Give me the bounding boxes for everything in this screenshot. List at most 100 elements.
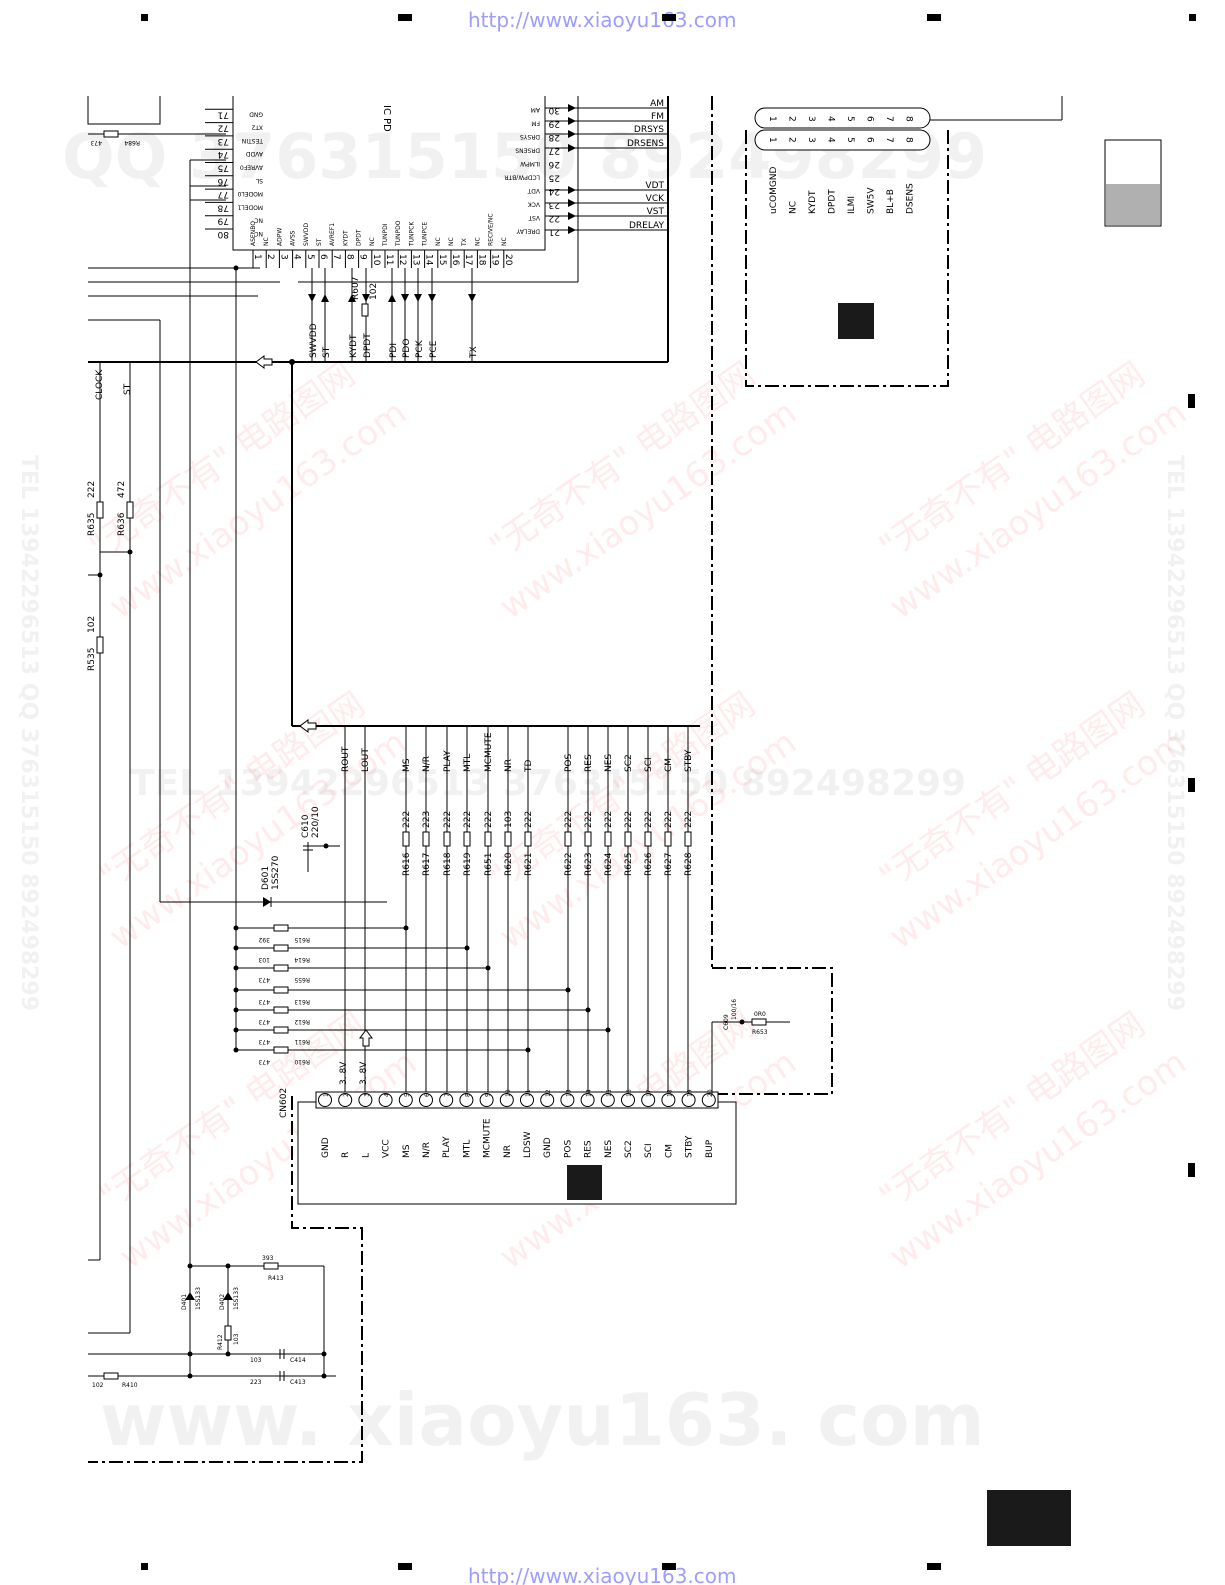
bus-resistor-value: 222: [684, 811, 694, 828]
bus-signal-label: RES: [584, 754, 594, 772]
bl-junction-1: [187, 1263, 193, 1269]
bus-resistor-value: 222: [443, 811, 453, 828]
cn602-pin-num: 17: [646, 1089, 653, 1097]
ic-right-pin-num: 21: [549, 227, 560, 237]
bus-signal-label: PLAY: [443, 750, 453, 772]
ic-signal-label: TX: [469, 346, 479, 359]
c414-name: C414: [290, 1357, 306, 1364]
ic-signal-arrow: [428, 294, 436, 302]
bus-resistor-body: [624, 831, 632, 847]
cn602-pin-name: GND: [321, 1137, 331, 1158]
ic-right-pin-name: DRSENS: [515, 147, 540, 154]
ic-signal-arrow: [362, 294, 370, 302]
ic-signal-label: KYDT: [349, 334, 359, 358]
conn-right-pin-num-lower: 5: [845, 137, 855, 143]
d601-name: D601: [261, 866, 271, 890]
cn602-pin-num: 10: [505, 1089, 512, 1097]
pullup-value: 473: [258, 1038, 270, 1045]
r607-body: [361, 303, 369, 317]
bus-resistor-name: R620: [504, 852, 514, 876]
ic-bottom-pin-num: 5: [305, 254, 315, 260]
conn-right-name: DSENS: [906, 183, 916, 214]
ic-left-pin-num: 79: [217, 216, 229, 226]
bus-resistor-name: R627: [664, 853, 674, 876]
cn602-dash: [88, 1096, 363, 1463]
junction-r636: [127, 549, 133, 555]
cn602-pin-circle: [419, 1093, 433, 1107]
c610-name: C610: [301, 814, 311, 838]
cn602-pin-name: VCC: [382, 1139, 392, 1158]
pullup-body: [273, 924, 289, 932]
ic-bottom-pin-num: 9: [358, 254, 368, 260]
url-top: http://www.xiaoyu163.com: [468, 8, 737, 32]
ic-bottom-pin-num: 7: [331, 254, 341, 260]
right-signal-label: VST: [647, 207, 665, 217]
conn-right-pin-num-upper: 7: [884, 116, 894, 122]
ic-bottom-pin-name: ASENBO: [250, 221, 257, 246]
cn602-pin-name: R: [341, 1152, 351, 1158]
right-signal-arrow: [568, 212, 576, 220]
left-resistor-body: [96, 636, 104, 654]
ic-right-pin-name: DRELAY: [516, 228, 540, 235]
conn-right-name: NC: [789, 201, 799, 214]
bus-resistor-name: R618: [443, 852, 453, 876]
ic-left-pin-name: AVDD: [246, 150, 263, 157]
cn602-pin-circle: [580, 1093, 595, 1107]
bus-resistor-name: R621: [524, 853, 534, 876]
ic-bottom-pin-name: TUNPCK: [408, 221, 415, 247]
ic-bottom-pin-num: 3: [278, 254, 288, 260]
r412-value: 103: [233, 1333, 240, 1345]
bus-resistor-value: 222: [564, 811, 574, 828]
ic-left-pin-name: NC: [254, 217, 263, 224]
ic-right-pin-num: 25: [549, 173, 560, 183]
c413-value: 223: [250, 1379, 262, 1386]
conn-right-pin-num-lower: 8: [904, 137, 914, 143]
bus-signal-label: CM: [664, 758, 674, 772]
ic-bottom-pin-num: 8: [344, 254, 354, 260]
bus-resistor-name: R624: [604, 852, 614, 876]
junction-d601: [233, 265, 239, 271]
ic-bottom-pin-num: 18: [476, 254, 486, 266]
bus-resistor-value: 222: [624, 811, 634, 828]
bus-resistor-body: [504, 831, 512, 847]
ic-bottom-pin-num: 15: [437, 254, 447, 265]
r413-body: [263, 1262, 279, 1270]
conn-right-pin-num-upper: 3: [806, 116, 816, 122]
pullup-body: [273, 1006, 289, 1014]
d401-name: D401: [181, 1294, 188, 1310]
cn602-pin-num: 7: [444, 1093, 451, 1097]
left-resistor-body: [96, 501, 104, 519]
pullup-body: [273, 1026, 289, 1034]
reg-mark-right-3: [1188, 1163, 1195, 1177]
url-bottom: http://www.xiaoyu163.com: [468, 1564, 737, 1585]
r607-name: R607: [351, 277, 361, 300]
r684-group: R684 473: [87, 96, 226, 201]
c414-value: 103: [250, 1357, 262, 1364]
ic-bottom-pin-name: NC: [501, 237, 508, 246]
pullup-body: [273, 964, 289, 972]
c610-group: C610 220/10: [301, 806, 340, 872]
cn602-name: CN602: [279, 1088, 289, 1118]
cn602-pin-num: 20: [707, 1089, 714, 1097]
ic-bottom-pin-name: TUNPDI: [382, 223, 389, 247]
bus-resistor-value: 222: [604, 811, 614, 828]
ic-signal-label: PDO: [402, 339, 412, 358]
ic-left-pin-num: 76: [217, 176, 229, 186]
cn602-pin-name: SC2: [624, 1140, 634, 1158]
pullup-group: R615392R614103R655473R613473R612473R6114…: [233, 924, 611, 1065]
ic-bottom-pin-name: AVSS: [290, 230, 297, 246]
cn602-pin-name: N/R: [422, 1142, 432, 1158]
pullup-junction-left: [233, 1047, 239, 1053]
cn602-pin-circle: [661, 1093, 676, 1107]
pullup-junction-right: [485, 965, 491, 971]
supply-arrow: [359, 1029, 373, 1047]
cn602-pin-circle: [621, 1093, 635, 1107]
pullup-junction-left: [233, 1027, 239, 1033]
right-signal-arrow: [568, 186, 576, 194]
left-resistor-name: R635: [87, 513, 97, 536]
bus-signal-label: MCMUTE: [484, 732, 494, 772]
cn602-pin-num: 19: [687, 1089, 694, 1097]
